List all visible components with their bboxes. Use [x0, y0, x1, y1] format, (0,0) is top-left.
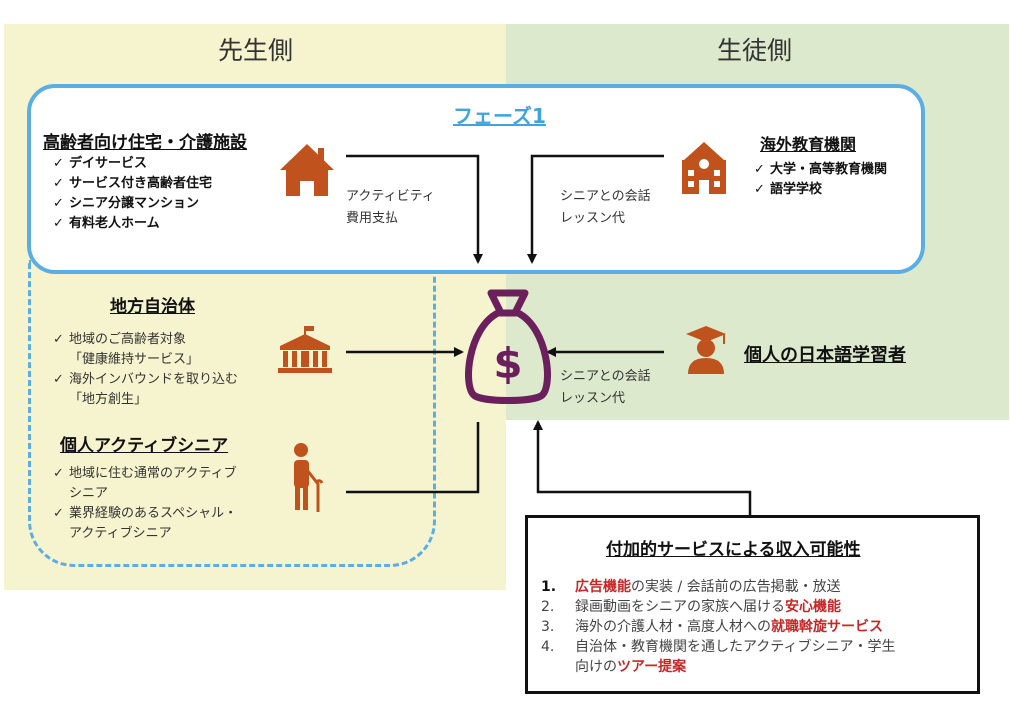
- government-building-icon: [278, 326, 332, 373]
- activity-fee-label: アクティビティ 費用支払: [346, 186, 435, 230]
- teacher-side-label: 先生側: [218, 36, 294, 65]
- list-item-line: シニア: [69, 486, 109, 501]
- list-item-line: 地域のご高齢者対象: [69, 332, 187, 347]
- overseas-education-title: 海外教育機関: [760, 135, 857, 154]
- revenue-list: 1. 広告機能の実装 / 会話前の広告掲載・放送 2. 録画動画をシニアの家族へ届ける…: [541, 577, 961, 677]
- revenue-item-number: 3.: [541, 619, 555, 635]
- list-item: 大学・高等教育機関: [754, 160, 887, 180]
- list-item: サービス付き高齢者住宅: [53, 174, 212, 194]
- revenue-item-number: 1.: [541, 579, 557, 595]
- local-government-list: 地域のご高齢者対象「健康維持サービス」 海外インバウンドを取り込む「地方創生」: [53, 330, 238, 410]
- list-item-line: 地域に住む通常のアクティブ: [69, 466, 237, 481]
- individual-learner-title: 個人の日本語学習者: [744, 345, 906, 366]
- list-item-line: 業界経験のあるスペシャル・: [69, 506, 238, 521]
- revenue-item-number: 4.: [541, 639, 555, 655]
- local-government-title: 地方自治体: [110, 297, 195, 317]
- dollar-symbol: $: [493, 339, 522, 388]
- revenue-item-text: 録画動画をシニアの家族へ届ける: [575, 599, 785, 615]
- list-item-line: 「地方創生」: [69, 392, 148, 407]
- list-item-line: 海外インバウンドを取り込む: [69, 372, 239, 387]
- list-item: シニア分譲マンション: [53, 194, 212, 214]
- flow-label-line: レッスン代: [560, 211, 626, 226]
- elderly-housing-list: デイサービス サービス付き高齢者住宅 シニア分譲マンション 有料老人ホーム: [53, 154, 212, 234]
- flow-label-line: シニアとの会話: [560, 369, 651, 384]
- arrow-revenue-to-center: [533, 420, 752, 515]
- flow-label-line: レッスン代: [560, 391, 626, 406]
- revenue-item-highlight: 就職斡旋サービス: [771, 619, 883, 635]
- revenue-item-number: 2.: [541, 599, 555, 615]
- revenue-item: 向けのツアー提案: [541, 657, 961, 677]
- arrow-housing-to-center: [346, 154, 483, 264]
- flow-arrows: [346, 154, 752, 515]
- revenue-item-highlight: 安心機能: [785, 599, 841, 615]
- arrow-senior-to-center: [346, 422, 480, 494]
- list-item: デイサービス: [53, 154, 212, 174]
- student-side-label: 生徒側: [717, 36, 793, 65]
- flow-label-line: 費用支払: [346, 211, 399, 226]
- active-senior-title: 個人アクティブシニア: [60, 436, 229, 456]
- revenue-item: 4. 自治体・教育機関を通したアクティブシニア・学生: [541, 637, 961, 657]
- flow-label-line: シニアとの会話: [560, 189, 651, 204]
- revenue-box: [525, 515, 980, 694]
- revenue-item-highlight: ツアー提案: [617, 659, 687, 675]
- overseas-lesson-fee-label: シニアとの会話 レッスン代: [560, 186, 651, 230]
- school-icon: [682, 142, 726, 194]
- revenue-item-highlight: 広告機能: [575, 579, 631, 595]
- individual-lesson-fee-label: シニアとの会話 レッスン代: [560, 366, 651, 410]
- teacher-group-dashed-border: [28, 260, 436, 567]
- list-item: 海外インバウンドを取り込む「地方創生」: [53, 370, 238, 410]
- list-item: 語学学校: [754, 180, 887, 200]
- revenue-title: 付加的サービスによる収入可能性: [606, 540, 861, 560]
- money-bag-icon: $: [465, 289, 551, 404]
- flow-label-line: アクティビティ: [346, 189, 435, 204]
- revenue-item: 2. 録画動画をシニアの家族へ届ける安心機能: [541, 597, 961, 617]
- phase-title: フェーズ1: [453, 104, 546, 128]
- list-item-line: アクティブシニア: [69, 526, 172, 541]
- list-item: 地域のご高齢者対象「健康維持サービス」: [53, 330, 238, 370]
- overseas-education-list: 大学・高等教育機関 語学学校: [754, 160, 887, 200]
- elderly-housing-title: 高齢者向け住宅・介護施設: [43, 133, 247, 153]
- revenue-item-text: 向けの: [575, 659, 617, 675]
- list-item-line: 「健康維持サービス」: [69, 352, 200, 367]
- graduate-icon: [686, 326, 726, 374]
- revenue-item-text: 海外の介護人材・高度人材への: [575, 619, 771, 635]
- revenue-item: 3. 海外の介護人材・高度人材への就職斡旋サービス: [541, 617, 961, 637]
- revenue-item-text: 自治体・教育機関を通したアクティブシニア・学生: [575, 639, 896, 655]
- revenue-item-text: の実装 / 会話前の広告掲載・放送: [631, 579, 841, 595]
- revenue-item: 1. 広告機能の実装 / 会話前の広告掲載・放送: [541, 577, 961, 597]
- house-icon: [280, 144, 334, 196]
- senior-with-cane-icon: [294, 443, 324, 512]
- list-item: 有料老人ホーム: [53, 214, 212, 234]
- arrow-overseas-to-center: [527, 154, 664, 264]
- list-item: 業界経験のあるスペシャル・アクティブシニア: [53, 504, 237, 544]
